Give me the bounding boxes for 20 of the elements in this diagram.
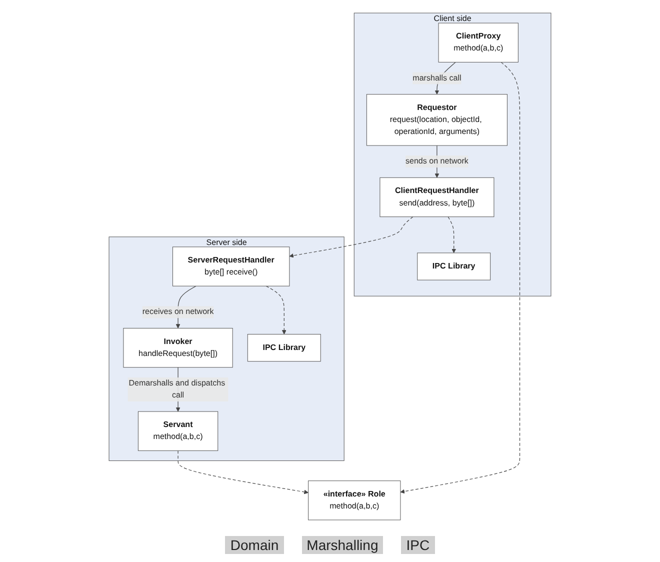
edge-label: sends on network xyxy=(405,156,468,166)
arrow xyxy=(266,285,286,334)
node-box: ClientProxy method(a,b,c) xyxy=(438,22,518,62)
edge-label: Demarshalls and dispatchs call xyxy=(128,378,226,400)
node-box: Requestor request(location, objectId, operationId, arguments) xyxy=(366,94,508,146)
arrow xyxy=(289,216,414,258)
node-box: «interface» Role method(a,b,c) xyxy=(308,480,401,520)
node-box: IPC Library xyxy=(247,334,321,362)
node-box: IPC Library xyxy=(417,252,491,280)
layer-label: Domain xyxy=(225,536,284,554)
node-box: ServerRequestHandler byte[] receive() xyxy=(172,246,290,286)
node-box: ClientRequestHandler send(address, byte[]) xyxy=(380,176,494,217)
arrow xyxy=(448,216,456,253)
node-box: Servant method(a,b,c) xyxy=(138,410,218,450)
edge-label: marshalls call xyxy=(412,73,462,82)
edge-label: receives on network xyxy=(142,307,214,316)
layer-label: Marshalling xyxy=(302,536,384,554)
layer-label: IPC xyxy=(401,536,435,554)
arrow xyxy=(178,450,308,494)
node-box: Invoker handleRequest(byte[]) xyxy=(123,327,233,368)
